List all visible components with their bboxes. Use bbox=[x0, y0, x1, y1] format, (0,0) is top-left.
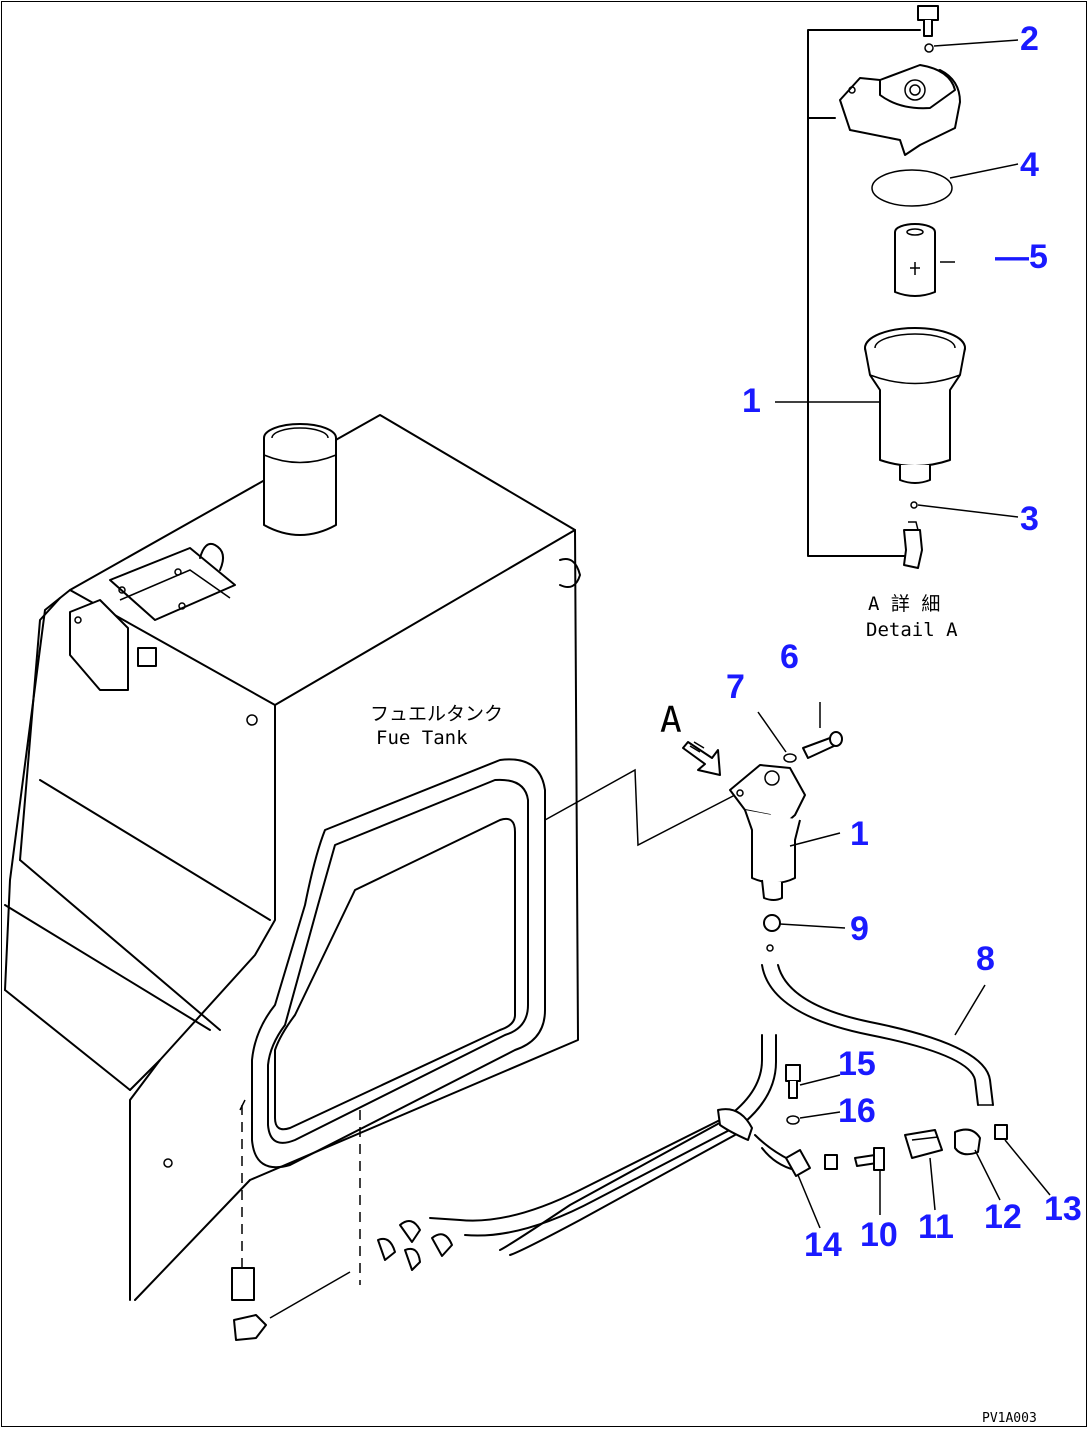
callout-9: 9 bbox=[850, 910, 869, 948]
callout-7: 7 bbox=[726, 668, 745, 706]
detail-a-exploded bbox=[807, 5, 966, 569]
view-letter: A bbox=[660, 700, 682, 741]
callout-13: 13 bbox=[1044, 1190, 1082, 1228]
callout-8: 8 bbox=[976, 940, 995, 978]
main-filter-assembly bbox=[544, 731, 994, 1106]
callout-14: 14 bbox=[804, 1226, 842, 1264]
callout-4: 4 bbox=[1020, 146, 1039, 184]
callout-5: —5 bbox=[995, 238, 1048, 276]
callout-10: 10 bbox=[860, 1216, 898, 1254]
callout-15: 15 bbox=[838, 1045, 876, 1083]
tank-label-en: Fue Tank bbox=[376, 727, 468, 749]
small-parts bbox=[785, 1064, 1008, 1177]
drawing-code: PV1A003 bbox=[982, 1411, 1037, 1426]
fuel-lines bbox=[231, 1034, 796, 1341]
callout-12: 12 bbox=[984, 1198, 1022, 1236]
callout-labels: 2 4 —5 1 3 6 7 1 9 8 15 16 14 10 11 12 1… bbox=[726, 20, 1082, 1264]
fuel-tank bbox=[4, 414, 581, 1301]
detail-a-leaders bbox=[775, 39, 1019, 518]
callout-6: 6 bbox=[780, 638, 799, 676]
main-leaders bbox=[757, 702, 1051, 1229]
detail-label-en: Detail A bbox=[866, 619, 958, 641]
callout-1-detail: 1 bbox=[742, 382, 761, 420]
callout-16: 16 bbox=[838, 1092, 876, 1130]
callout-1-main: 1 bbox=[850, 815, 869, 853]
callout-3: 3 bbox=[1020, 500, 1039, 538]
detail-label-jp: A 詳 細 bbox=[868, 593, 940, 615]
callout-2: 2 bbox=[1020, 20, 1039, 58]
tank-label-jp: フュエルタンク bbox=[370, 703, 503, 725]
callout-11: 11 bbox=[918, 1208, 954, 1246]
text-labels: A 詳 細 Detail A A フュエルタンク Fue Tank PV1A00… bbox=[370, 593, 1037, 1426]
